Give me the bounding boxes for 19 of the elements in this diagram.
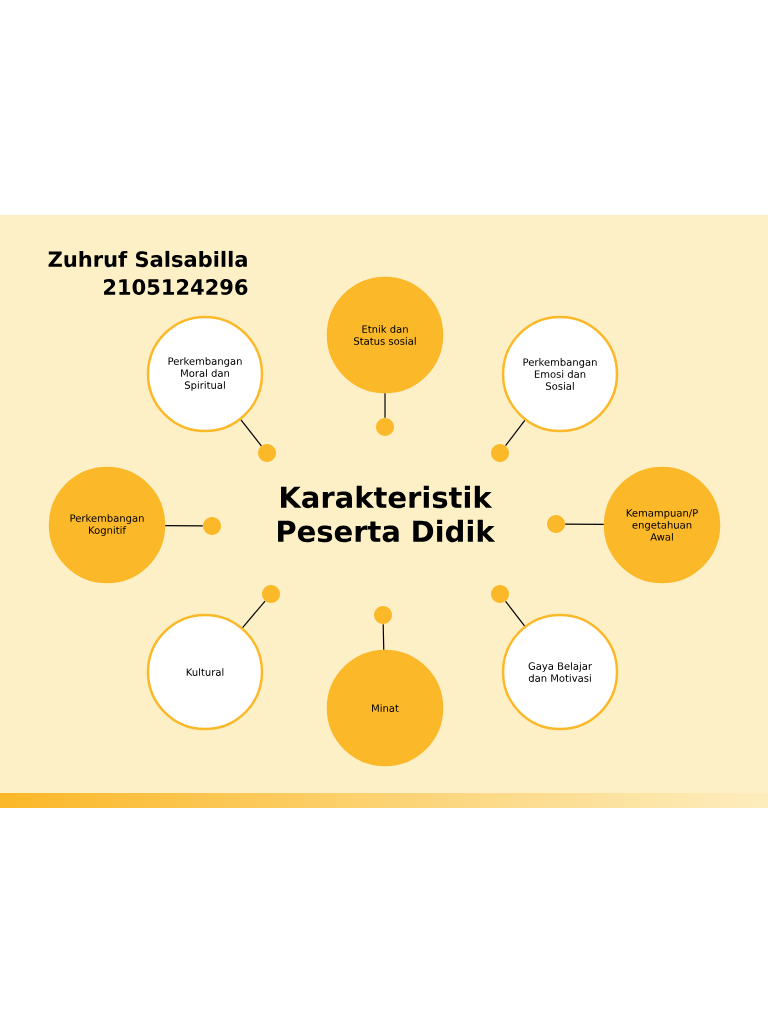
connector-line [505,600,526,627]
connector-dot [203,517,221,535]
connector-dot [376,418,394,436]
author-label: Zuhruf Salsabilla [48,250,247,268]
connector-dot [262,585,280,603]
connector-line [240,419,262,447]
connector-line [384,392,386,419]
connector-line [504,419,526,447]
connector-dot [374,606,392,624]
connector-line [564,523,605,526]
connector-line [164,524,204,527]
connector-dot [491,585,509,603]
connector-line [242,600,266,629]
title: Karakteristik Peserta Didik [278,485,496,543]
connector-dot [491,444,509,462]
connector-dot [547,515,565,533]
author-label: 2105124296 [104,279,248,295]
connector-line [382,623,385,651]
connector-dot [258,444,276,462]
